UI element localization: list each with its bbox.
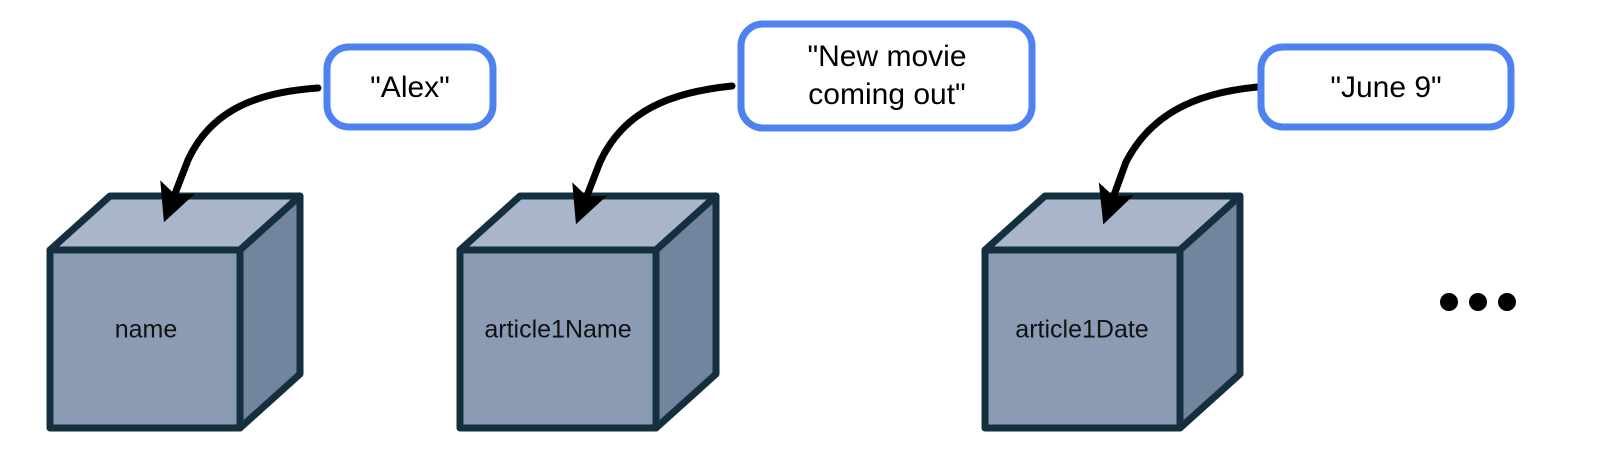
cube-name: name: [46, 192, 304, 432]
callout-june-9-label: "June 9": [1330, 71, 1441, 104]
cube-article1date-front-face: [981, 246, 1184, 432]
callout-new-movie-box[interactable]: [737, 20, 1036, 132]
arrow-june9-to-article1date: [1098, 82, 1274, 225]
cube-article1date-label: article1Date: [1015, 316, 1148, 344]
cube-article1name: article1Name: [456, 192, 720, 432]
callout-new-movie-line-1: "New movie: [807, 40, 966, 73]
ellipsis-dot-1: [1440, 293, 1458, 311]
cube-article1name-label: article1Name: [484, 316, 631, 344]
callout-alex-box[interactable]: [323, 43, 497, 131]
callout-june-9[interactable]: "June 9": [1257, 43, 1515, 131]
arrow-new-movie-to-article1name: [572, 82, 736, 225]
callout-alex-label: "Alex": [370, 71, 450, 104]
callout-alex[interactable]: "Alex": [323, 43, 497, 131]
cube-article1date: article1Date: [981, 192, 1244, 432]
more-indicator: [1440, 293, 1516, 311]
cube-article1name-front-face: [456, 246, 660, 432]
callout-new-movie-line-2: coming out": [808, 78, 965, 111]
ellipsis-dot-2: [1469, 293, 1487, 311]
cube-name-front-face: [46, 246, 244, 432]
arrow-alex-to-name: [160, 84, 322, 223]
cube-name-label: name: [115, 316, 178, 344]
callout-new-movie[interactable]: "New movie coming out": [737, 20, 1036, 132]
ellipsis-dot-3: [1498, 293, 1516, 311]
callout-june-9-box[interactable]: [1257, 43, 1515, 131]
